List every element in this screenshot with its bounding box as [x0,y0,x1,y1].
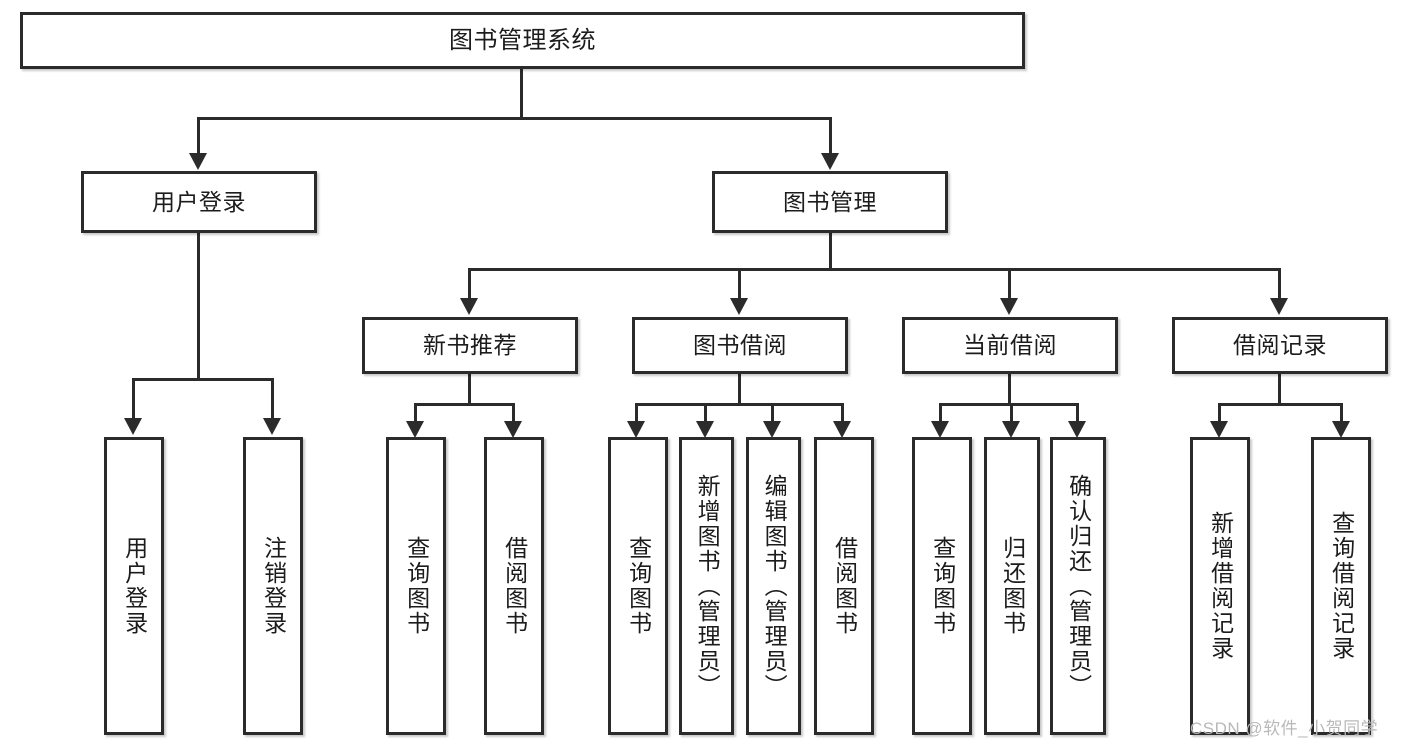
connector-manage-stem [829,233,832,268]
connector-root-drop-0 [197,117,200,153]
node-label-leaf-query-book-2: 查询图书 [625,536,652,636]
node-label-user-login: 用户登录 [152,188,246,215]
node-new-book-rec[interactable]: 新书推荐 [362,317,578,374]
arrowhead-group-2 [627,421,645,438]
connector-group-stem-1 [738,374,741,403]
connector-group-bus-2 [940,403,1077,406]
arrowhead-group-3 [696,421,714,438]
connector-login-stem [197,233,200,378]
arrowhead-group-1 [504,421,522,438]
node-label-leaf-query-record: 查询借阅记录 [1328,511,1355,661]
node-leaf-query-book-2[interactable]: 查询图书 [608,437,668,735]
arrowhead-group-9 [1210,421,1228,438]
node-label-leaf-add-book: 新增图书（管理员） [694,473,721,699]
node-label-leaf-add-record: 新增借阅记录 [1207,511,1234,661]
connector-login-drop-1 [271,378,274,418]
connector-group-drop-9 [1218,403,1221,421]
arrowhead-group-8 [1068,421,1086,438]
node-label-book-manage: 图书管理 [783,188,877,215]
connector-login-drop-0 [132,378,135,418]
connector-login-bus [133,378,273,381]
connector-group-drop-7 [1010,403,1013,421]
connector-root-bus [198,117,830,120]
node-leaf-add-record[interactable]: 新增借阅记录 [1190,437,1250,735]
arrowhead-group-6 [931,421,949,438]
connector-group-stem-0 [468,374,471,403]
node-user-login[interactable]: 用户登录 [81,171,317,233]
connector-manage-drop-2 [1008,268,1011,298]
node-leaf-borrow-book-1[interactable]: 借阅图书 [484,437,544,735]
connector-group-stem-2 [1008,374,1011,403]
node-leaf-confirm-return[interactable]: 确认归还（管理员） [1050,437,1106,735]
connector-group-drop-1 [512,403,515,421]
node-leaf-borrow-book-2[interactable]: 借阅图书 [814,437,874,735]
node-label-leaf-query-book-1: 查询图书 [403,536,430,636]
node-leaf-return-book[interactable]: 归还图书 [984,437,1040,735]
node-leaf-add-book[interactable]: 新增图书（管理员） [679,437,734,735]
node-leaf-edit-book[interactable]: 编辑图书（管理员） [746,437,801,735]
arrowhead-group-10 [1332,421,1350,438]
node-leaf-logout[interactable]: 注销登录 [243,437,303,735]
node-leaf-query-record[interactable]: 查询借阅记录 [1311,437,1371,735]
connector-group-drop-10 [1340,403,1343,421]
node-label-leaf-borrow-book-1: 借阅图书 [501,536,528,636]
arrowhead-manage-1 [730,298,748,315]
node-current-borrow[interactable]: 当前借阅 [902,317,1118,374]
arrowhead-manage-3 [1270,298,1288,315]
connector-group-drop-6 [939,403,942,421]
arrowhead-group-4 [763,421,781,438]
node-label-book-borrow: 图书借阅 [693,332,787,359]
node-label-leaf-logout: 注销登录 [260,536,287,636]
connector-manage-drop-0 [468,268,471,298]
connector-group-drop-4 [771,403,774,421]
arrowhead-group-0 [406,421,424,438]
node-label-leaf-query-book-3: 查询图书 [929,536,956,636]
node-root[interactable]: 图书管理系统 [20,12,1025,69]
connector-group-bus-0 [415,403,514,406]
node-leaf-query-book-1[interactable]: 查询图书 [386,437,446,735]
connector-root-stem [520,69,523,117]
node-label-leaf-confirm-return: 确认归还（管理员） [1065,473,1092,699]
arrowhead-manage-0 [460,298,478,315]
connector-group-drop-2 [635,403,638,421]
connector-root-drop-1 [829,117,832,153]
connector-group-bus-1 [636,403,842,406]
arrowhead-root-0 [189,153,207,170]
connector-group-drop-0 [414,403,417,421]
node-book-borrow[interactable]: 图书借阅 [632,317,848,374]
node-borrow-record[interactable]: 借阅记录 [1172,317,1388,374]
arrowhead-root-1 [821,153,839,170]
arrowhead-group-5 [833,421,851,438]
connector-group-stem-3 [1278,374,1281,403]
connector-group-drop-8 [1076,403,1079,421]
node-leaf-query-book-3[interactable]: 查询图书 [912,437,972,735]
node-label-leaf-edit-book: 编辑图书（管理员） [761,473,788,699]
node-label-leaf-return-book: 归还图书 [999,536,1026,636]
node-label-current-borrow: 当前借阅 [963,332,1057,359]
node-label-new-book-rec: 新书推荐 [423,332,517,359]
connector-group-drop-5 [841,403,844,421]
arrowhead-login-1 [263,418,281,435]
connector-manage-drop-1 [738,268,741,298]
arrowhead-group-7 [1002,421,1020,438]
node-label-root: 图书管理系统 [449,26,596,54]
connector-group-bus-3 [1219,403,1341,406]
connector-group-drop-3 [704,403,707,421]
node-label-leaf-user-login: 用户登录 [121,536,148,636]
connector-manage-bus [469,268,1280,271]
node-label-borrow-record: 借阅记录 [1233,332,1327,359]
arrowhead-login-0 [124,418,142,435]
node-leaf-user-login[interactable]: 用户登录 [104,437,164,735]
node-book-manage[interactable]: 图书管理 [712,171,948,233]
arrowhead-manage-2 [1000,298,1018,315]
node-label-leaf-borrow-book-2: 借阅图书 [831,536,858,636]
connector-manage-drop-3 [1278,268,1281,298]
